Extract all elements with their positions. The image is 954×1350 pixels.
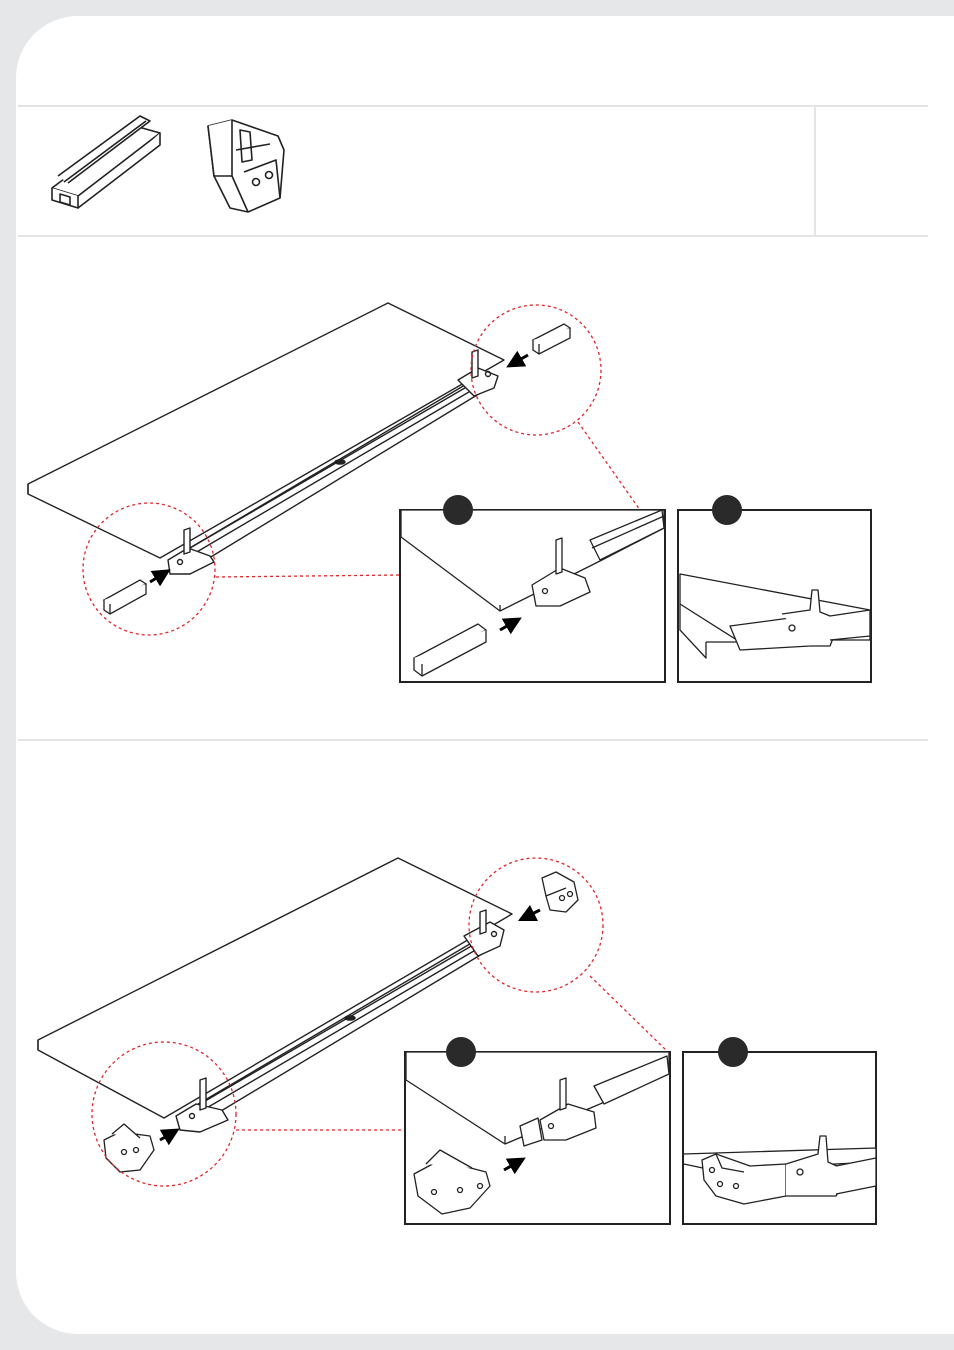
step1-detail-b — [678, 495, 871, 682]
step1-detail-a — [400, 495, 665, 682]
step2-detail-b — [683, 1037, 876, 1224]
step1-detail-b-marker — [712, 495, 742, 525]
step1-arrow-left — [150, 574, 163, 582]
step2-arrow-left — [160, 1133, 172, 1140]
step2-detail-b-marker — [718, 1037, 748, 1067]
step2-arrow-right — [526, 910, 540, 917]
step1-leader-left — [216, 575, 400, 577]
step2-detail-a-marker — [446, 1037, 476, 1067]
straight-connector-icon — [52, 116, 160, 208]
step1-leader-right — [578, 422, 640, 510]
step2-leader-right — [590, 976, 668, 1052]
step1-connector-left — [104, 580, 146, 614]
step1-arrow-right — [514, 355, 528, 363]
step2-detail-a — [405, 1037, 670, 1224]
step2-corner-left — [104, 1124, 154, 1172]
corner-connector-icon — [208, 120, 284, 212]
step1-connector-right — [533, 324, 570, 354]
step1-detail-a-marker — [443, 495, 473, 525]
step1-detail-circle-right — [471, 305, 601, 435]
step2-corner-right — [542, 872, 578, 912]
